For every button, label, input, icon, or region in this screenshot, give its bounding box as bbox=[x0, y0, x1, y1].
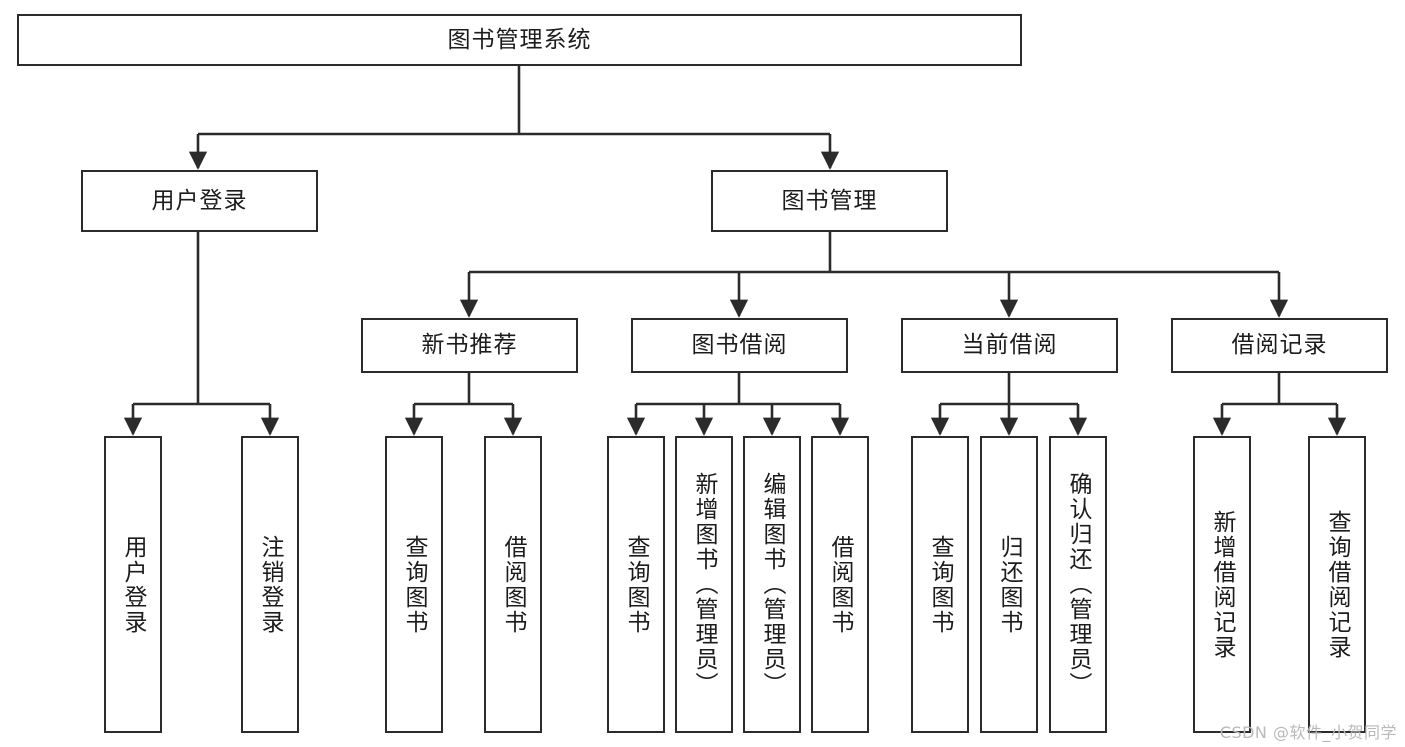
node-book-borrow[interactable]: 图书借阅 bbox=[631, 318, 848, 373]
node-new-book-recommend[interactable]: 新书推荐 bbox=[361, 318, 578, 373]
node-label: 查询借阅记录 bbox=[1324, 509, 1351, 660]
node-current-borrow[interactable]: 当前借阅 bbox=[901, 318, 1118, 373]
leaf-borrow-borrow-book[interactable]: 借阅图书 bbox=[811, 436, 869, 733]
node-label: 图书借阅 bbox=[691, 332, 788, 359]
node-label: 编辑图书（管理员） bbox=[759, 472, 786, 697]
leaf-new-book-borrow[interactable]: 借阅图书 bbox=[484, 436, 542, 733]
node-root-system[interactable]: 图书管理系统 bbox=[17, 14, 1022, 66]
node-borrow-records[interactable]: 借阅记录 bbox=[1171, 318, 1388, 373]
node-label: 新增借阅记录 bbox=[1209, 509, 1236, 660]
node-label: 借阅图书 bbox=[827, 534, 854, 635]
leaf-borrow-add-book-admin[interactable]: 新增图书（管理员） bbox=[675, 436, 733, 733]
node-label: 确认归还（管理员） bbox=[1065, 472, 1092, 697]
node-label: 图书管理系统 bbox=[447, 26, 592, 53]
leaf-current-confirm-return-admin[interactable]: 确认归还（管理员） bbox=[1049, 436, 1107, 733]
leaf-records-add-record[interactable]: 新增借阅记录 bbox=[1193, 436, 1251, 733]
leaf-user-login-signout[interactable]: 注销登录 bbox=[241, 436, 299, 733]
node-user-login[interactable]: 用户登录 bbox=[81, 170, 318, 232]
node-label: 查询图书 bbox=[401, 534, 428, 635]
node-label: 借阅图书 bbox=[500, 534, 527, 635]
node-label: 当前借阅 bbox=[961, 332, 1058, 359]
node-book-management[interactable]: 图书管理 bbox=[711, 170, 948, 232]
node-label: 新书推荐 bbox=[421, 332, 518, 359]
leaf-borrow-edit-book-admin[interactable]: 编辑图书（管理员） bbox=[743, 436, 801, 733]
node-label: 注销登录 bbox=[257, 534, 284, 635]
leaf-records-query-record[interactable]: 查询借阅记录 bbox=[1308, 436, 1366, 733]
node-label: 借阅记录 bbox=[1231, 332, 1328, 359]
leaf-borrow-query-book[interactable]: 查询图书 bbox=[607, 436, 665, 733]
node-label: 图书管理 bbox=[781, 187, 878, 214]
node-label: 用户登录 bbox=[151, 187, 248, 214]
leaf-current-query-book[interactable]: 查询图书 bbox=[911, 436, 969, 733]
node-label: 查询图书 bbox=[623, 534, 650, 635]
leaf-new-book-query[interactable]: 查询图书 bbox=[385, 436, 443, 733]
node-label: 归还图书 bbox=[996, 534, 1023, 635]
leaf-user-login-signin[interactable]: 用户登录 bbox=[104, 436, 162, 733]
node-label: 查询图书 bbox=[927, 534, 954, 635]
node-label: 新增图书（管理员） bbox=[691, 472, 718, 697]
node-label: 用户登录 bbox=[120, 534, 147, 635]
leaf-current-return-book[interactable]: 归还图书 bbox=[980, 436, 1038, 733]
